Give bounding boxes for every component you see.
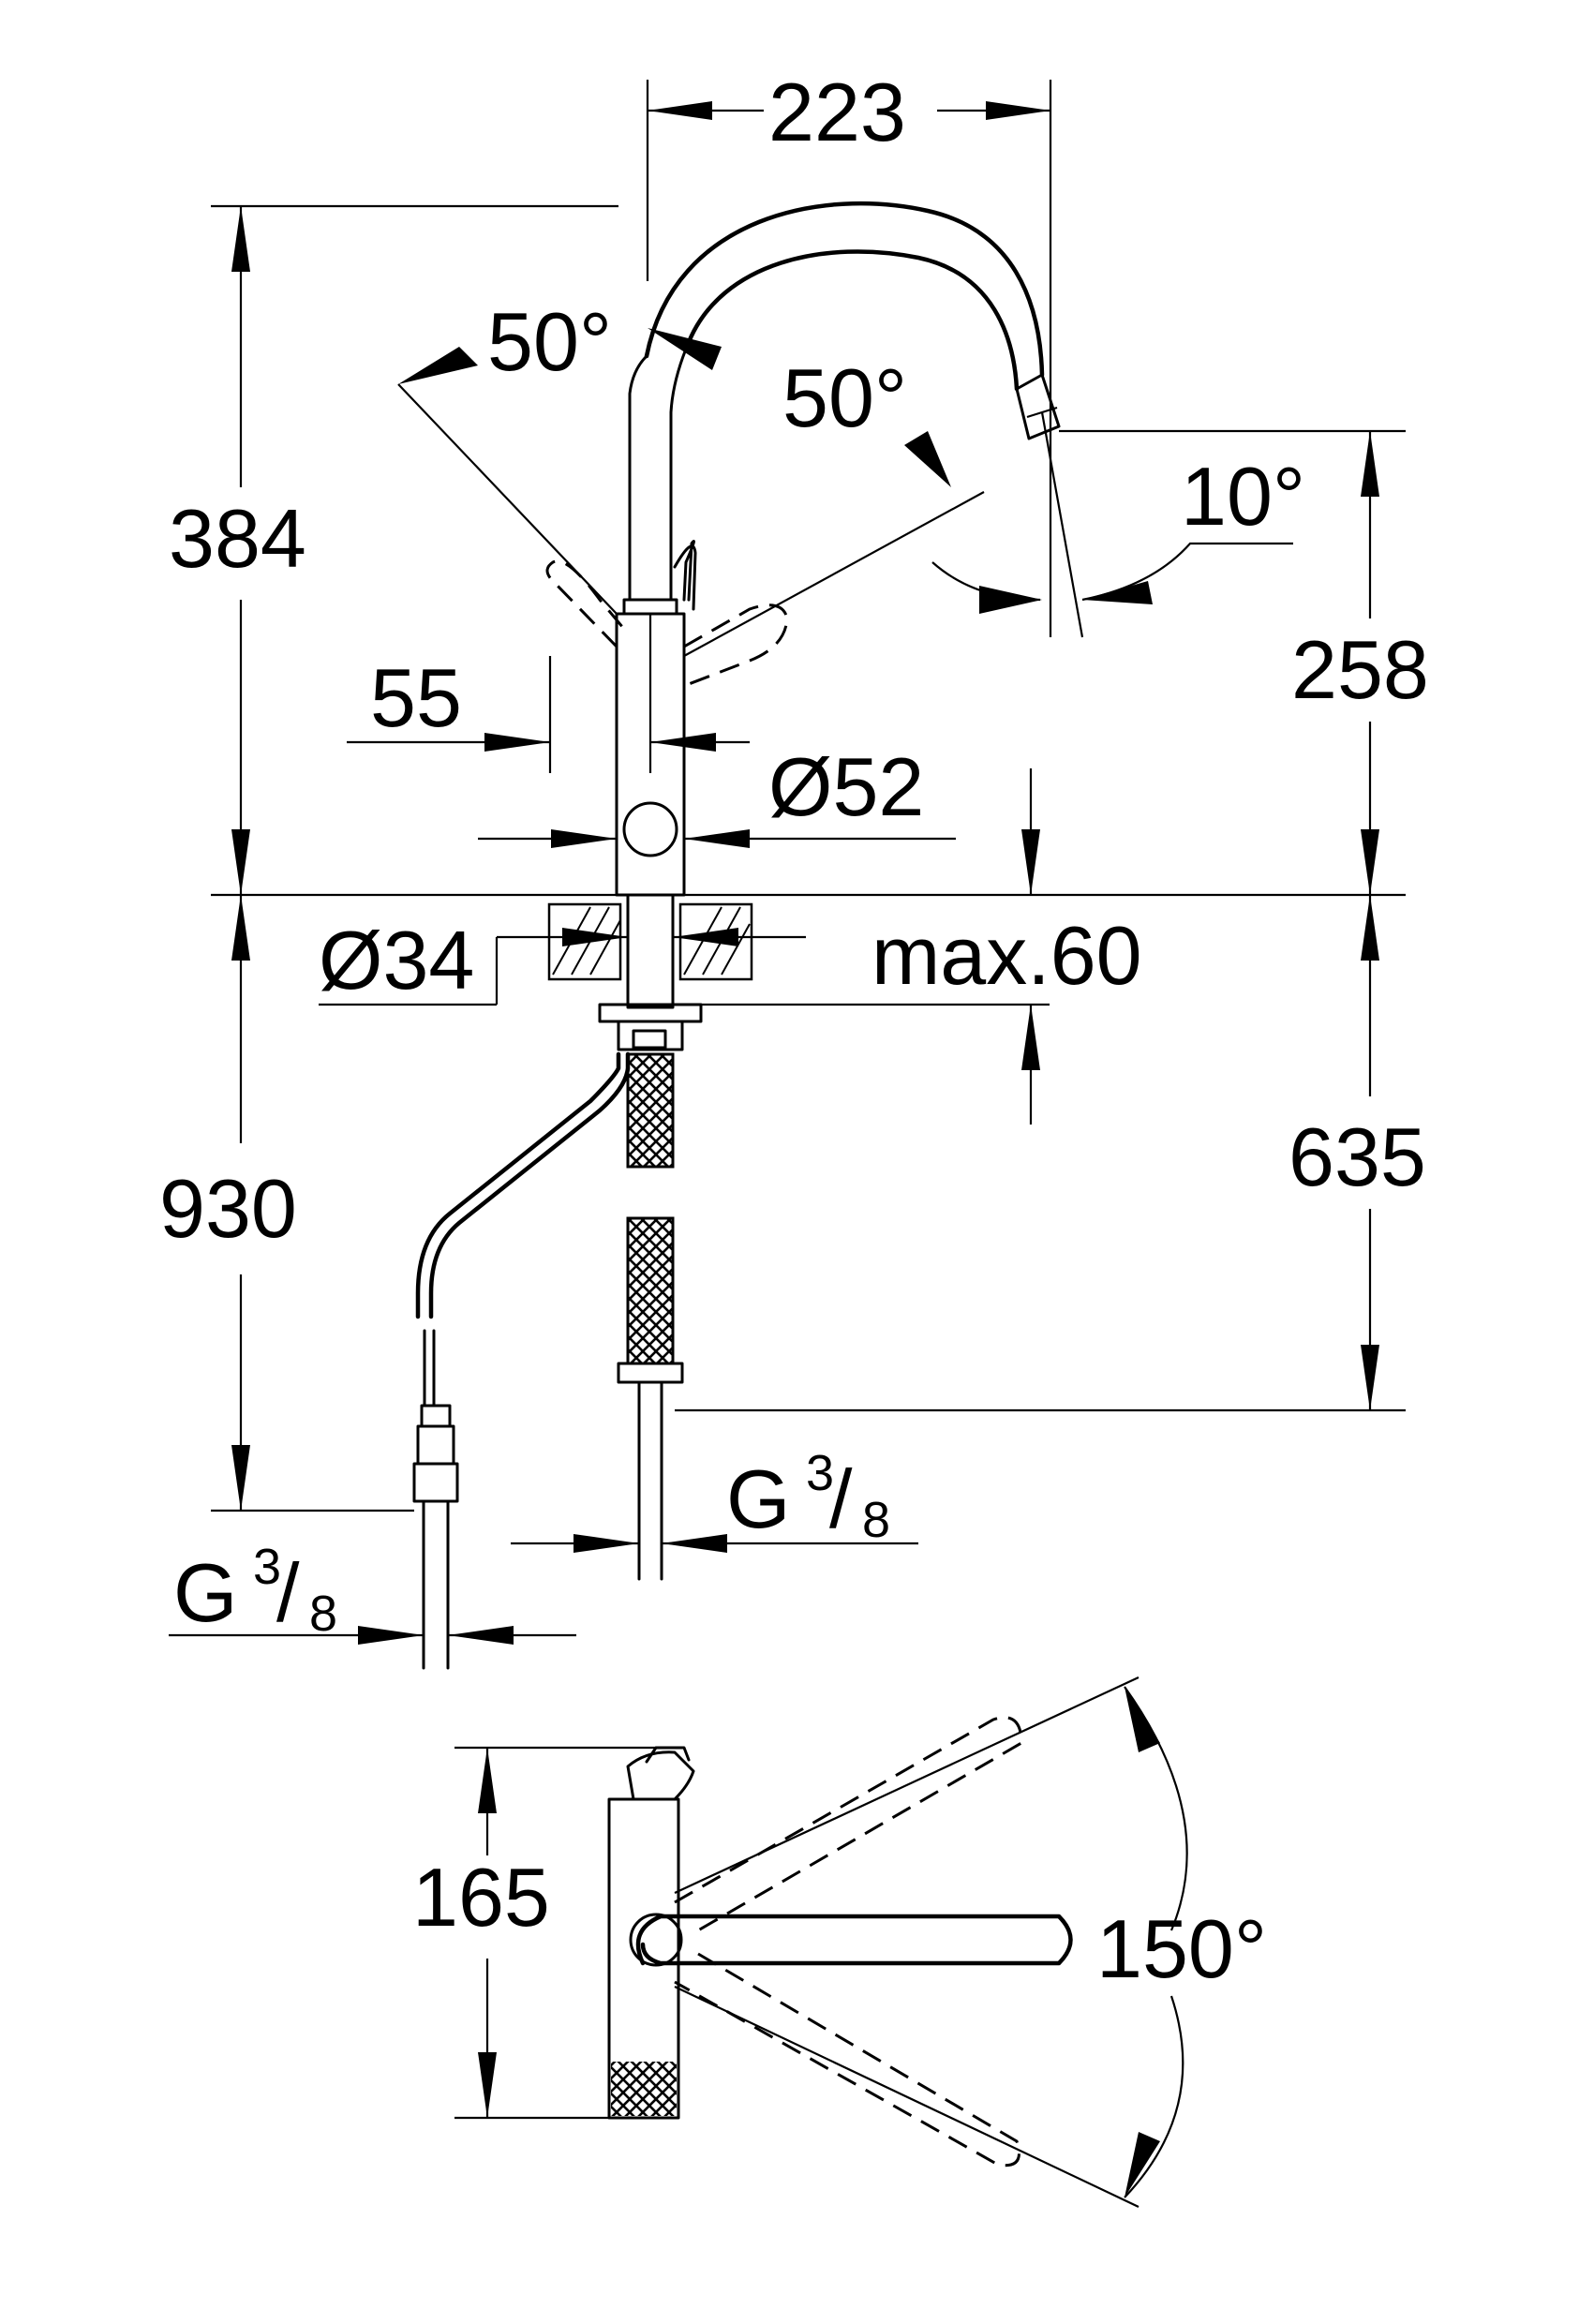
top-body — [607, 1746, 695, 2120]
dim-outlet-height: 258 — [1291, 623, 1429, 716]
top-spout-solid — [629, 1913, 1073, 1967]
dimension-arrows — [169, 101, 1379, 1645]
svg-text:3: 3 — [806, 1445, 834, 1501]
svg-text:/: / — [276, 1546, 300, 1639]
top-spout-ghost-lower — [674, 1952, 1020, 2168]
top-spout-ghost-upper — [674, 1716, 1023, 1932]
dim-hole-diameter: Ø34 — [319, 914, 474, 1006]
dim-swivel-angle: 150° — [1096, 1902, 1267, 1995]
lever-ghost-right — [683, 603, 789, 686]
spout — [644, 201, 1061, 440]
dim-hose-left: 930 — [159, 1162, 297, 1255]
dim-spout-tilt: 10° — [1181, 450, 1305, 543]
svg-text:G: G — [173, 1546, 237, 1639]
svg-text:8: 8 — [862, 1492, 890, 1548]
top-view: 165 150° — [412, 1676, 1267, 2208]
svg-text:G: G — [726, 1452, 790, 1545]
thread-label-left: G 3 / 8 — [173, 1539, 337, 1642]
thread-label-right: G 3 / 8 — [726, 1445, 890, 1548]
dim-body-diameter: Ø52 — [768, 740, 924, 833]
svg-text:/: / — [829, 1452, 853, 1545]
dim-angle-left: 50° — [487, 295, 612, 388]
mounting-shank — [547, 893, 753, 1051]
dim-hose-right: 635 — [1289, 1110, 1426, 1203]
pipe-left — [412, 1051, 631, 1670]
lever-handle — [673, 540, 697, 611]
svg-text:8: 8 — [309, 1586, 337, 1642]
dim-spout-reach: 223 — [768, 66, 906, 158]
dim-max-thickness: max.60 — [871, 909, 1142, 1002]
front-view: 223 384 50° 50° 10° 258 55 Ø52 Ø34 max.6… — [159, 66, 1429, 1670]
dim-depth: 165 — [412, 1851, 550, 1944]
svg-text:3: 3 — [253, 1539, 281, 1595]
dim-total-height: 384 — [169, 492, 306, 585]
lever-ghost-left — [545, 559, 625, 648]
dim-lever-offset: 55 — [370, 651, 462, 744]
faucet-body — [615, 340, 691, 897]
dim-angle-right: 50° — [782, 351, 907, 444]
hose-right — [617, 1052, 684, 1581]
